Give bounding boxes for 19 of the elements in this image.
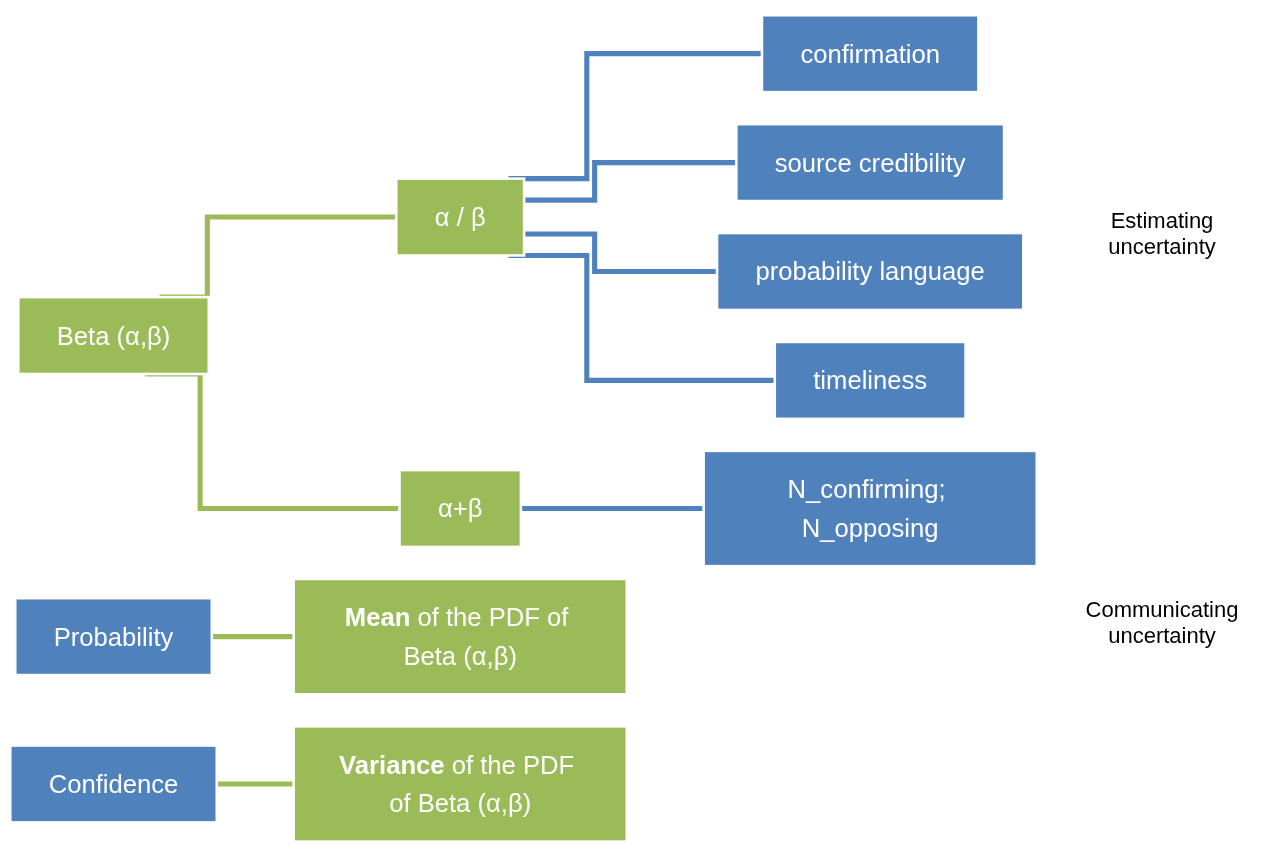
connector bbox=[211, 634, 294, 640]
node-box: N_confirming; N_opposing bbox=[702, 449, 1038, 568]
node-box: confirmation bbox=[760, 14, 980, 94]
node-box: probability language bbox=[715, 231, 1025, 312]
node-box: Confidence bbox=[9, 744, 219, 824]
bracket-note: Estimating uncertainty bbox=[1107, 208, 1217, 261]
connector bbox=[520, 506, 704, 512]
node-box: Probability bbox=[13, 597, 214, 677]
node-box: Variance of the PDF of Beta (α,β) bbox=[292, 725, 629, 843]
node-box: α+β bbox=[398, 468, 523, 549]
connector bbox=[524, 160, 737, 203]
connector bbox=[216, 781, 294, 787]
node-box: α / β bbox=[395, 177, 526, 257]
node-box: source credibility bbox=[735, 122, 1006, 203]
node-box: Beta (α,β) bbox=[17, 295, 210, 376]
node-box: timeliness bbox=[773, 340, 967, 421]
connector bbox=[524, 231, 718, 275]
node-box: Mean of the PDF of Beta (α,β) bbox=[292, 577, 629, 696]
bracket-note: Communicating uncertainty bbox=[1084, 596, 1240, 649]
